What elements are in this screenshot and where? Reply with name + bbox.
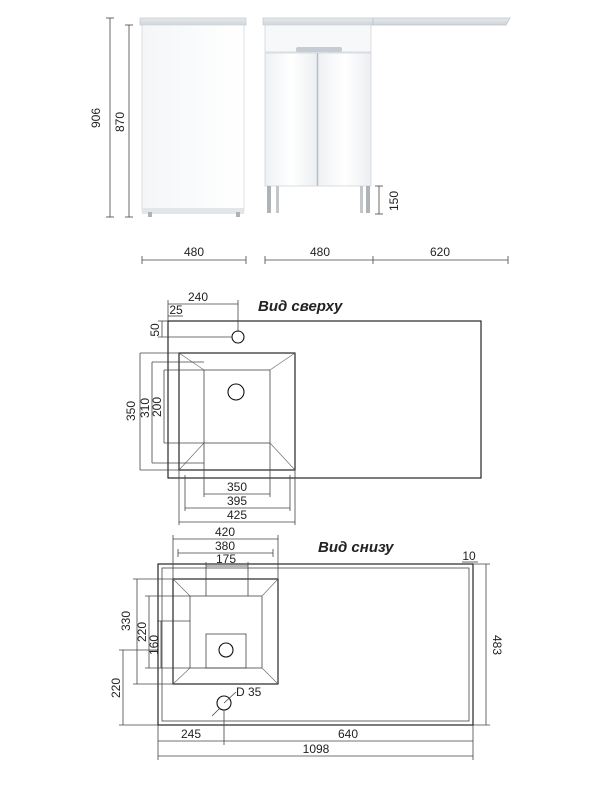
door-left bbox=[264, 52, 318, 187]
side-leg bbox=[236, 212, 240, 217]
dim-width-top: 620 bbox=[430, 245, 450, 259]
dim-483: 483 bbox=[490, 635, 504, 655]
drawer-handle bbox=[296, 47, 342, 52]
dim-220-inner: 220 bbox=[135, 622, 149, 642]
sink-bowl bbox=[203, 369, 271, 444]
dim-50: 50 bbox=[148, 323, 162, 337]
side-plinth bbox=[142, 208, 244, 214]
dim-width-side: 480 bbox=[184, 245, 204, 259]
dim-160: 160 bbox=[147, 635, 161, 655]
dim-420: 420 bbox=[215, 525, 235, 539]
countertop-extension bbox=[372, 17, 511, 26]
side-panel bbox=[141, 24, 245, 212]
dim-leg-height: 150 bbox=[387, 191, 401, 211]
front-dimensions: 906 870 150 480 480 620 bbox=[89, 17, 509, 264]
side-leg bbox=[148, 212, 152, 217]
side-top-edge bbox=[139, 17, 247, 26]
front-top-edge bbox=[262, 17, 374, 26]
dim-175: 175 bbox=[216, 552, 236, 566]
dim-25: 25 bbox=[169, 303, 183, 317]
dim-height-total: 906 bbox=[89, 108, 103, 128]
dim-width-front: 480 bbox=[310, 245, 330, 259]
faucet-hole bbox=[231, 330, 245, 344]
drain-diameter-label: D 35 bbox=[236, 685, 262, 699]
front-view bbox=[262, 17, 511, 213]
dim-245: 245 bbox=[181, 727, 201, 741]
leg bbox=[360, 186, 363, 213]
dim-425: 425 bbox=[227, 508, 247, 522]
dim-240: 240 bbox=[188, 290, 208, 304]
dim-380: 380 bbox=[215, 539, 235, 553]
bottom-countertop-outer bbox=[157, 563, 474, 726]
dim-350-vertical: 350 bbox=[124, 401, 138, 421]
top-view: Вид сверху 240 25 50 350 310 200 bbox=[124, 290, 482, 525]
dim-640: 640 bbox=[338, 727, 358, 741]
drain-hole bbox=[227, 383, 245, 401]
leg bbox=[366, 186, 370, 213]
dim-395: 395 bbox=[227, 494, 247, 508]
dim-220-outer: 220 bbox=[109, 678, 123, 698]
dim-height-body: 870 bbox=[113, 112, 127, 132]
drain-plate bbox=[205, 633, 247, 669]
dim-310: 310 bbox=[138, 398, 152, 418]
top-countertop bbox=[167, 320, 482, 479]
dim-10: 10 bbox=[462, 549, 476, 563]
drain-hole-bottom bbox=[218, 642, 234, 658]
bottom-view: Вид снизу 420 380 175 10 330 bbox=[109, 525, 504, 760]
bottom-view-title: Вид снизу bbox=[318, 539, 394, 556]
dim-1098: 1098 bbox=[303, 742, 330, 756]
leg bbox=[267, 186, 271, 213]
bottom-countertop-inner bbox=[161, 567, 470, 722]
bottom-sink-outer bbox=[172, 578, 279, 685]
dim-350-horizontal: 350 bbox=[227, 480, 247, 494]
sink-outer bbox=[178, 352, 296, 471]
leg bbox=[276, 186, 279, 213]
top-view-title: Вид сверху bbox=[258, 298, 343, 315]
dim-200: 200 bbox=[150, 397, 164, 417]
dim-330: 330 bbox=[119, 611, 133, 631]
door-right bbox=[317, 52, 372, 187]
side-view bbox=[139, 17, 247, 217]
